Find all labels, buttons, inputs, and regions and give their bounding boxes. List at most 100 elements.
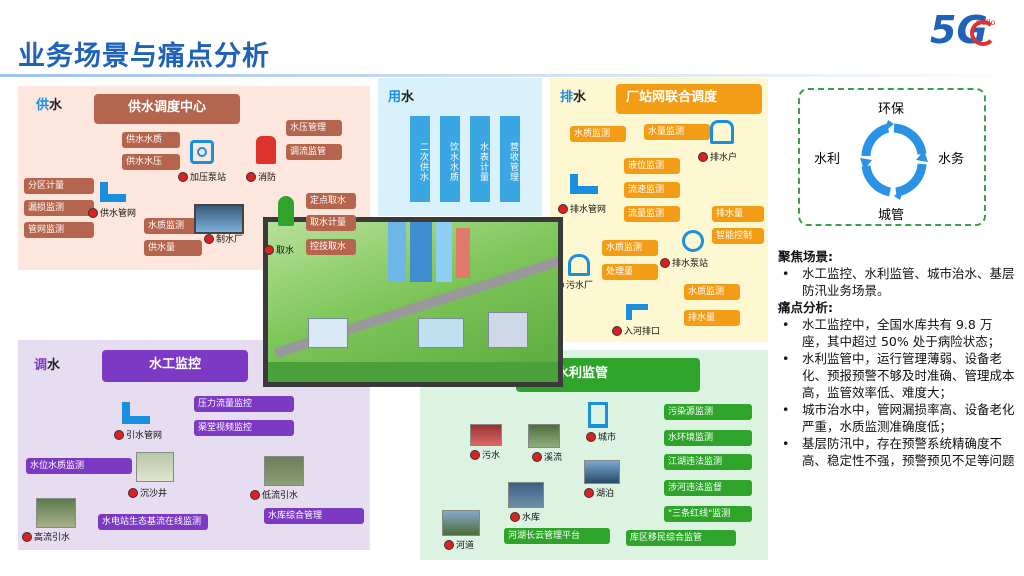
supply-pipe-icon [100,182,126,202]
use-col-secondary[interactable]: 二次供水 [410,116,430,202]
analysis-text: 聚焦场景: 水工监控、水利监管、城市治水、基层防汛业务场景。 痛点分析: 水工监… [778,248,1016,469]
node-intake[interactable]: 取水 [264,243,294,256]
pressure-gauge-icon [190,140,214,164]
node-supply-pipe[interactable]: 供水管网 [88,206,136,219]
use-col-quality[interactable]: 饮水水质 [440,116,460,202]
drainage-dispatch-center[interactable]: 厂站网联合调度 [616,84,762,114]
drainage-panel: 排水 厂站网联合调度 水质监测 水量监测 液位监测 流速监测 流量监测 排水量 … [550,78,768,342]
plant-image-icon [194,204,244,234]
focus-title: 聚焦场景: [778,248,1016,265]
node-drain-pipe[interactable]: 排水管网 [558,202,606,215]
govern-tag-environment[interactable]: 水环境监测 [664,430,752,446]
title-divider [0,74,1024,77]
cycle-arrows-icon [860,120,928,200]
supply-tag-pressure[interactable]: 供水水压 [122,154,180,170]
node-diversion-pipe[interactable]: 引水管网 [114,428,162,441]
supply-tag-pressure-mgmt[interactable]: 水压管理 [286,120,342,136]
dispatch-tag-level-quality[interactable]: 水位水质监测 [26,458,132,474]
drainage-label: 排水 [560,86,586,105]
supply-tag-quality[interactable]: 供水水质 [122,132,180,148]
drain-pipe-icon [570,174,598,194]
node-lake[interactable]: 湖泊 [584,486,614,499]
node-river-outlet[interactable]: 入河排口 [612,324,660,337]
dispatch-tag-pressure-flow[interactable]: 压力流量监控 [194,396,294,412]
dispatch-pipe-icon [122,402,150,424]
use-col-revenue[interactable]: 营收管理 [500,116,520,202]
govern-tag-river-chief[interactable]: 河湖长云管理平台 [504,528,610,544]
drain-tag-quality-3[interactable]: 水质监测 [684,284,740,300]
node-sand-well[interactable]: 沉沙井 [128,486,167,499]
govern-tag-river-illegal[interactable]: 涉河违法监督 [664,480,752,496]
5g-logo: 5G hello [930,4,1000,54]
intake-tag-fixed[interactable]: 定点取水 [306,193,356,209]
use-col-meter[interactable]: 水表计量 [470,116,490,202]
page-title: 业务场景与痛点分析 [18,34,270,73]
supply-tag-zone[interactable]: 分区计量 [24,178,94,194]
drain-tag-flow[interactable]: 流量监测 [624,206,680,222]
supply-tag-flow[interactable]: 调流监管 [286,144,342,160]
sewage-plant-icon [568,254,590,276]
node-water-plant[interactable]: 制水厂 [204,232,243,245]
river-photo [442,510,480,536]
node-city[interactable]: 城市 [586,430,616,443]
drain-tag-volume[interactable]: 水量监测 [644,124,710,140]
dispatch-tag-reservoir[interactable]: 水库综合管理 [264,508,364,524]
govern-tag-pollution[interactable]: 污染源监测 [664,404,752,420]
well-photo [136,452,174,482]
drain-tag-discharge[interactable]: 排水量 [712,206,764,222]
fire-hydrant-icon [256,136,276,164]
hydraulic-monitor-header[interactable]: 水工监控 [102,350,248,382]
supply-tag-network[interactable]: 管网监测 [24,222,94,238]
drain-tag-treatment[interactable]: 处理量 [602,264,658,280]
pain-item: 水利监管中，运行管理薄弱、设备老化、预报预警不够及时准确、管理成本高，监管效率低… [778,350,1016,401]
drain-tag-control[interactable]: 智能控制 [712,228,764,244]
node-drain-house[interactable]: 排水户 [698,150,737,163]
cycle-label-env: 环保 [878,98,904,117]
cycle-label-water-affairs: 水务 [938,148,964,167]
outlet-icon [626,304,648,320]
node-river-channel[interactable]: 河道 [444,538,474,551]
pain-item: 水工监控中，全国水库共有 9.8 万座，其中超过 50% 处于病险状态； [778,316,1016,350]
drain-tag-level[interactable]: 液位监测 [624,158,680,174]
dispatch-tag-hydropower[interactable]: 水电站生态基流在线监测 [98,514,208,530]
cycle-label-urban: 城管 [878,204,904,223]
sewage-photo [470,424,502,446]
drain-house-icon [710,120,734,144]
govern-tag-lake-illegal[interactable]: 江湖违法监测 [664,454,752,470]
drain-tag-quality-2[interactable]: 水质监测 [602,240,658,256]
intake-tag-metering[interactable]: 取水计量 [306,215,356,231]
water-use-label: 用水 [388,86,414,105]
water-dispatch-label: 调水 [34,354,60,373]
pain-item: 城市治水中，管网漏损率高、设备老化严重，水质监测准确度低； [778,401,1016,435]
intake-tag-control[interactable]: 控技取水 [306,239,356,255]
cycle-label-hydro: 水利 [814,148,840,167]
water-use-panel: 用水 二次供水 饮水水质 水表计量 营收管理 [378,78,542,216]
supply-tag-leak[interactable]: 漏损监测 [24,200,94,216]
dispatch-tag-video[interactable]: 渠堂视频监控 [194,420,294,436]
govern-tag-red-lines[interactable]: "三条红线"监测 [664,506,752,522]
water-tower-icon [278,196,294,226]
drain-tag-quality[interactable]: 水质监测 [570,126,626,142]
city-building-icon [588,402,608,428]
supply-dispatch-center[interactable]: 供水调度中心 [94,94,240,124]
supply-tag-volume[interactable]: 供水量 [144,240,202,256]
pain-item: 基层防汛中，存在预警系统精确度不高、稳定性不强，预警预见不足等问题 [778,435,1016,469]
drain-tag-speed[interactable]: 流速监测 [624,182,680,198]
node-low-flow[interactable]: 低流引水 [250,488,298,501]
node-pressure-station[interactable]: 加压泵站 [178,170,226,183]
focus-item: 水工监控、水利监管、城市治水、基层防汛业务场景。 [778,265,1016,299]
drain-tag-discharge-2[interactable]: 排水量 [684,310,740,326]
node-fire[interactable]: 消防 [246,170,276,183]
stakeholder-cycle-box: 环保 水利 水务 城管 [798,88,986,226]
node-high-flow[interactable]: 高流引水 [22,530,70,543]
pump-icon [682,230,704,252]
govern-tag-relocation[interactable]: 库区移民综合监管 [626,530,736,546]
node-stream[interactable]: 溪流 [532,450,562,463]
node-drain-pump[interactable]: 排水泵站 [660,256,708,269]
high-flow-photo [36,498,76,528]
low-flow-photo [264,456,304,486]
node-sewage[interactable]: 污水 [470,448,500,461]
water-supply-label: 供水 [36,94,62,113]
stream-photo [528,424,560,448]
node-reservoir[interactable]: 水库 [510,510,540,523]
